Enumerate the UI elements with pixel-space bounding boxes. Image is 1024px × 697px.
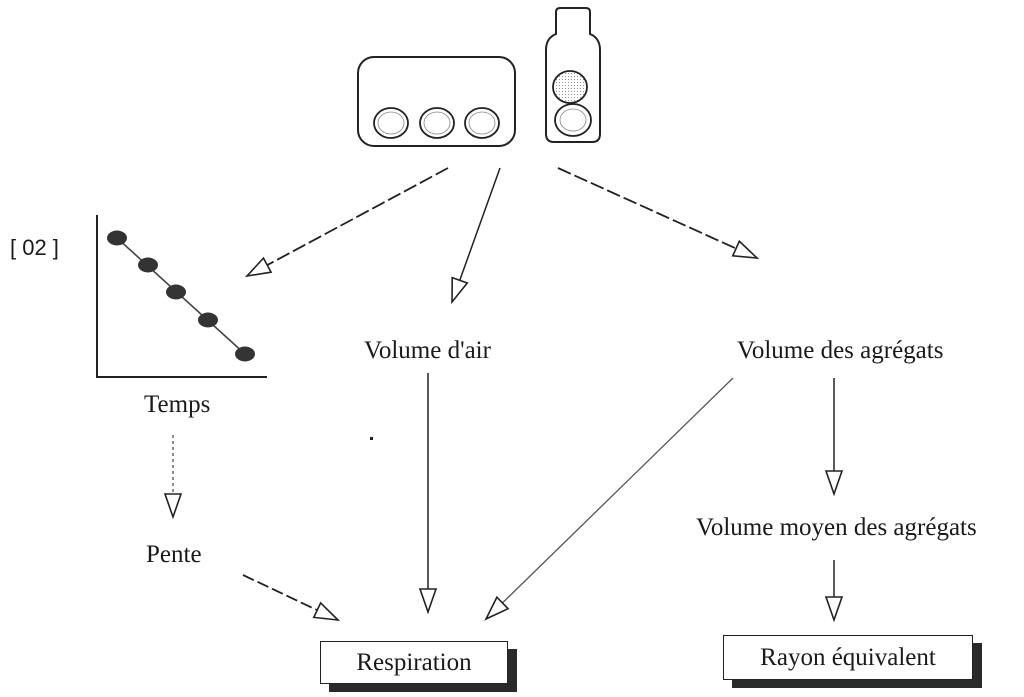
temps-label: Temps — [144, 391, 211, 418]
bottle-icon — [545, 7, 601, 143]
arrow-to-volume-air — [451, 167, 501, 305]
graph-point — [235, 346, 255, 362]
o2-decline-graph-icon — [96, 215, 267, 378]
respiration-box: Respiration — [320, 641, 508, 684]
o2-axis-label: [ 02 ] — [10, 235, 59, 260]
container-icon — [357, 56, 516, 147]
arrow-pente-to-respiration — [242, 574, 341, 622]
stray-mark — [370, 437, 373, 440]
graph-point — [138, 257, 158, 273]
arrow-agregats-to-respiration — [484, 377, 734, 621]
graph-point — [107, 230, 127, 246]
volume-air-label: Volume d'air — [364, 337, 491, 364]
volume-agregats-label: Volume des agrégats — [737, 337, 944, 364]
graph-point — [198, 312, 218, 328]
rayon-equivalent-label: Rayon équivalent — [760, 643, 936, 671]
pente-label: Pente — [146, 541, 202, 568]
rayon-equivalent-box: Rayon équivalent — [723, 635, 973, 680]
arrow-to-graph — [244, 167, 449, 278]
graph-point — [166, 284, 186, 300]
respiration-label: Respiration — [356, 648, 472, 676]
arrow-to-volume-agregats — [557, 167, 760, 260]
volume-moyen-label: Volume moyen des agrégats — [696, 514, 977, 541]
